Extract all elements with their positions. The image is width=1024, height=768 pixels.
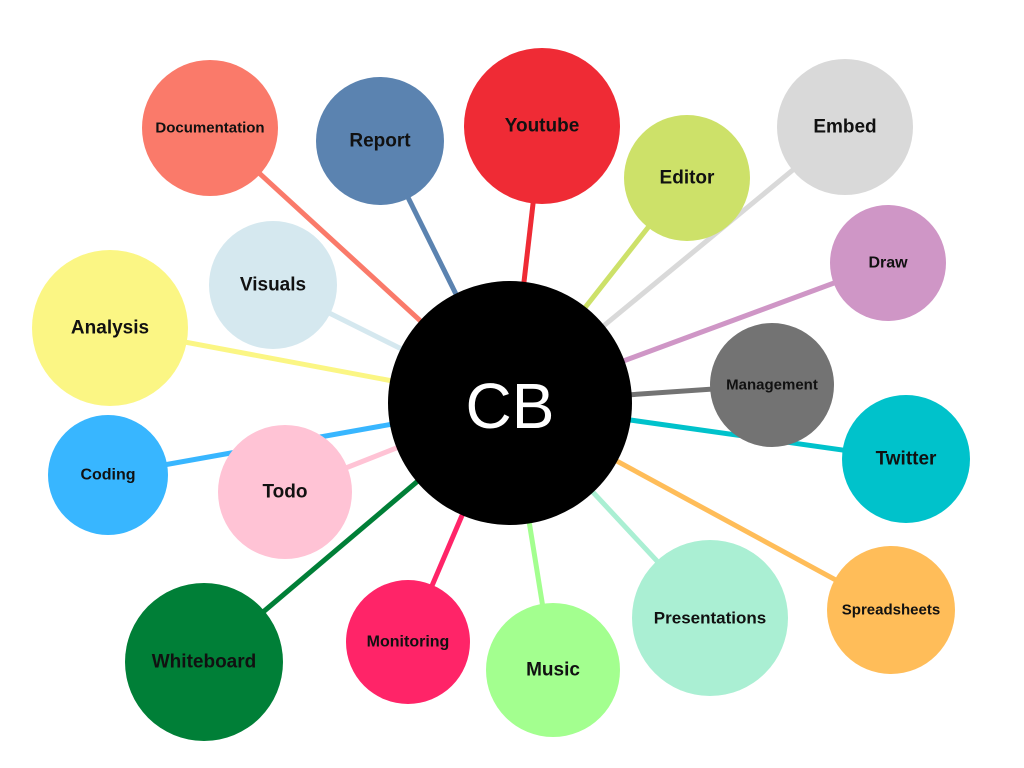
- node-circle-presentations: [632, 540, 788, 696]
- node-circle-draw: [830, 205, 946, 321]
- node-label-music: Music: [526, 660, 580, 681]
- node-circle-youtube: [464, 48, 620, 204]
- node-circle-editor: [624, 115, 750, 241]
- node-spreadsheets: Spreadsheets: [827, 546, 955, 674]
- node-label-report: Report: [349, 131, 411, 152]
- node-circle-coding: [48, 415, 168, 535]
- center-label: CB: [466, 370, 555, 442]
- node-analysis: Analysis: [32, 250, 188, 406]
- node-presentations: Presentations: [632, 540, 788, 696]
- node-circle-music: [486, 603, 620, 737]
- node-label-coding: Coding: [80, 467, 135, 484]
- node-music: Music: [486, 603, 620, 737]
- node-label-twitter: Twitter: [876, 449, 937, 470]
- node-label-draw: Draw: [868, 255, 908, 272]
- node-documentation: Documentation: [142, 60, 278, 196]
- node-label-youtube: Youtube: [505, 116, 580, 137]
- node-circle-embed: [777, 59, 913, 195]
- node-circle-visuals: [209, 221, 337, 349]
- node-monitoring: Monitoring: [346, 580, 470, 704]
- node-label-visuals: Visuals: [240, 275, 306, 296]
- node-circle-report: [316, 77, 444, 205]
- node-label-documentation: Documentation: [155, 120, 264, 137]
- node-coding: Coding: [48, 415, 168, 535]
- node-draw: Draw: [830, 205, 946, 321]
- node-label-presentations: Presentations: [654, 609, 766, 628]
- node-embed: Embed: [777, 59, 913, 195]
- node-circle-monitoring: [346, 580, 470, 704]
- node-youtube: Youtube: [464, 48, 620, 204]
- node-circle-analysis: [32, 250, 188, 406]
- node-circle-management: [710, 323, 834, 447]
- node-twitter: Twitter: [842, 395, 970, 523]
- node-label-analysis: Analysis: [71, 318, 149, 339]
- node-visuals: Visuals: [209, 221, 337, 349]
- node-label-spreadsheets: Spreadsheets: [842, 602, 940, 619]
- node-label-todo: Todo: [262, 482, 307, 503]
- node-report: Report: [316, 77, 444, 205]
- node-whiteboard: Whiteboard: [125, 583, 283, 741]
- node-editor: Editor: [624, 115, 750, 241]
- node-circle-documentation: [142, 60, 278, 196]
- node-circle-spreadsheets: [827, 546, 955, 674]
- node-label-editor: Editor: [660, 168, 715, 189]
- node-label-management: Management: [726, 377, 818, 394]
- node-todo: Todo: [218, 425, 352, 559]
- node-label-monitoring: Monitoring: [367, 634, 450, 651]
- center-node: CB: [388, 281, 632, 525]
- node-circle-twitter: [842, 395, 970, 523]
- node-circle-todo: [218, 425, 352, 559]
- node-label-whiteboard: Whiteboard: [152, 652, 257, 673]
- node-label-embed: Embed: [813, 117, 876, 138]
- node-circle-whiteboard: [125, 583, 283, 741]
- center-circle: [388, 281, 632, 525]
- node-management: Management: [710, 323, 834, 447]
